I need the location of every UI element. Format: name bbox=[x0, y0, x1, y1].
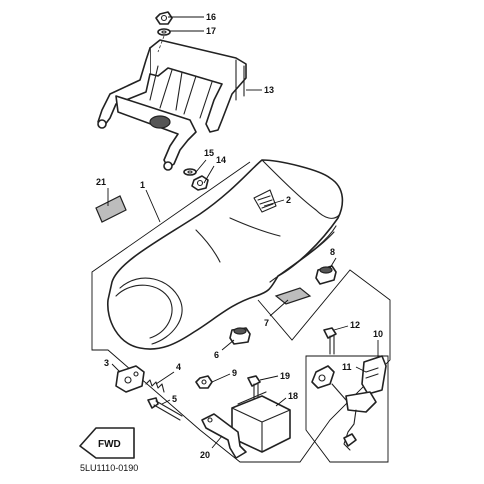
bracket-20 bbox=[201, 413, 247, 459]
washer-17 bbox=[157, 28, 171, 36]
callout-16: 16 bbox=[206, 12, 216, 22]
bolt-12 bbox=[323, 327, 337, 355]
callout-5: 5 bbox=[172, 394, 177, 404]
damper-6 bbox=[229, 327, 251, 345]
callout-1: 1 bbox=[140, 180, 145, 190]
storage-box-18 bbox=[231, 391, 291, 453]
callout-20: 20 bbox=[200, 450, 210, 460]
callout-8: 8 bbox=[330, 247, 335, 257]
callout-19: 19 bbox=[280, 371, 290, 381]
seat-hook-3 bbox=[115, 365, 145, 393]
callout-12: 12 bbox=[350, 320, 360, 330]
callout-10: 10 bbox=[373, 329, 383, 339]
callout-3: 3 bbox=[104, 358, 109, 368]
callout-7: 7 bbox=[264, 318, 269, 328]
nut-16 bbox=[155, 11, 173, 25]
fwd-label: FWD bbox=[98, 439, 121, 450]
seat bbox=[107, 159, 344, 350]
callout-15: 15 bbox=[204, 148, 214, 158]
assembly-frame bbox=[91, 161, 391, 463]
callout-13: 13 bbox=[264, 85, 274, 95]
seat-pad-7 bbox=[274, 287, 312, 305]
callout-11: 11 bbox=[342, 362, 352, 372]
nut-14 bbox=[191, 175, 209, 191]
washer-15 bbox=[183, 168, 197, 176]
damper-8 bbox=[315, 265, 337, 285]
callout-4: 4 bbox=[176, 362, 181, 372]
grab-bar-carrier bbox=[97, 39, 247, 171]
callout-14: 14 bbox=[216, 155, 226, 165]
bolt-5 bbox=[147, 397, 183, 421]
spring-4 bbox=[145, 379, 165, 393]
nut-9 bbox=[195, 375, 213, 389]
seat-lock-assembly-10 bbox=[305, 355, 389, 463]
callout-21: 21 bbox=[96, 177, 106, 187]
callout-2: 2 bbox=[286, 195, 291, 205]
callout-6: 6 bbox=[214, 350, 219, 360]
bolt-19 bbox=[247, 375, 261, 401]
callout-numbers: 16 17 13 15 14 21 1 2 8 7 6 3 4 5 9 19 1… bbox=[96, 12, 383, 460]
label-21 bbox=[95, 195, 127, 223]
callout-9: 9 bbox=[232, 368, 237, 378]
callout-18: 18 bbox=[288, 391, 298, 401]
diagram-code: 5LU1110-0190 bbox=[80, 463, 138, 473]
callout-17: 17 bbox=[206, 26, 216, 36]
fwd-arrow: FWD bbox=[79, 427, 135, 459]
leader-lines bbox=[107, 16, 379, 449]
